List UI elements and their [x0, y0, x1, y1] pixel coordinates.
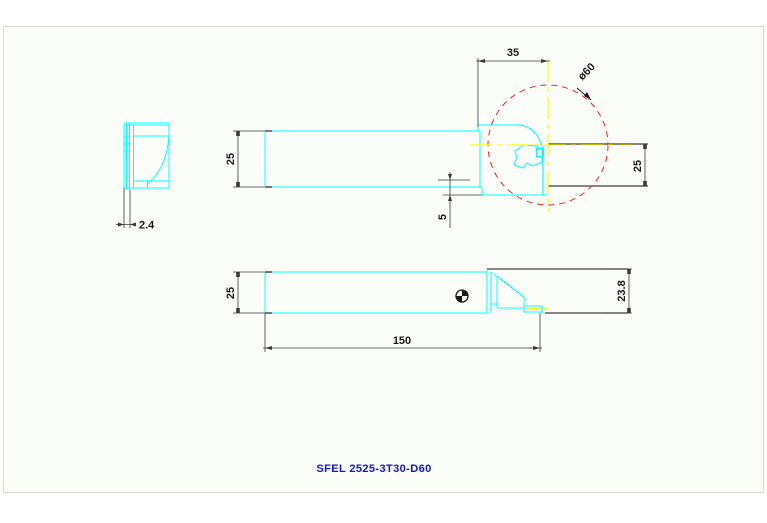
drawing-canvas-panel	[3, 26, 764, 493]
